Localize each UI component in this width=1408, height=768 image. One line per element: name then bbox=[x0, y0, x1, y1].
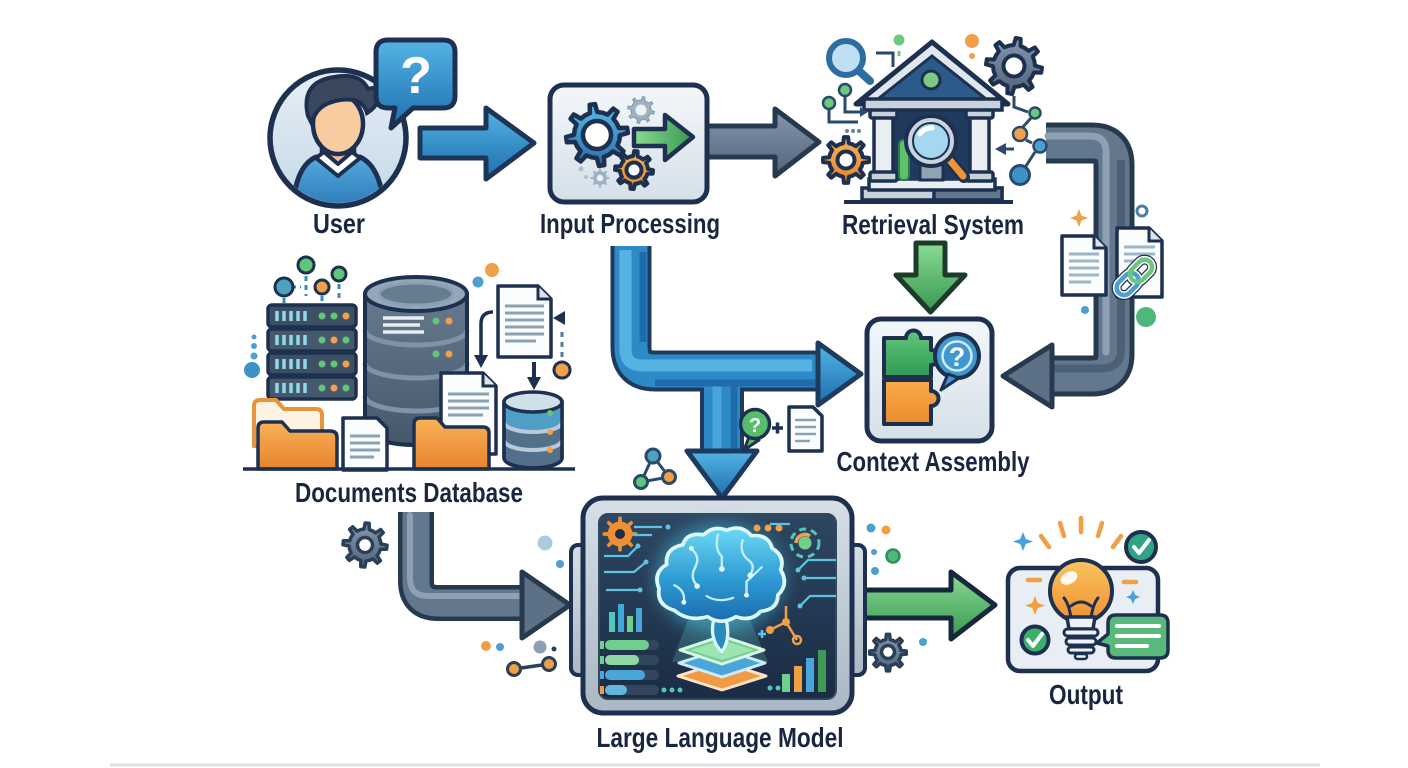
svg-text:?: ? bbox=[949, 342, 966, 372]
svg-text:?: ? bbox=[749, 415, 761, 437]
svg-text:Context Assembly: Context Assembly bbox=[837, 446, 1030, 477]
svg-text:Documents Database: Documents Database bbox=[295, 477, 523, 508]
svg-text:User: User bbox=[313, 208, 365, 239]
svg-text:?: ? bbox=[400, 47, 432, 105]
svg-text:Large Language Model: Large Language Model bbox=[597, 722, 844, 753]
svg-text:Output: Output bbox=[1049, 679, 1123, 710]
svg-text:Retrieval System: Retrieval System bbox=[842, 209, 1024, 240]
svg-text:Input Processing: Input Processing bbox=[540, 208, 720, 239]
